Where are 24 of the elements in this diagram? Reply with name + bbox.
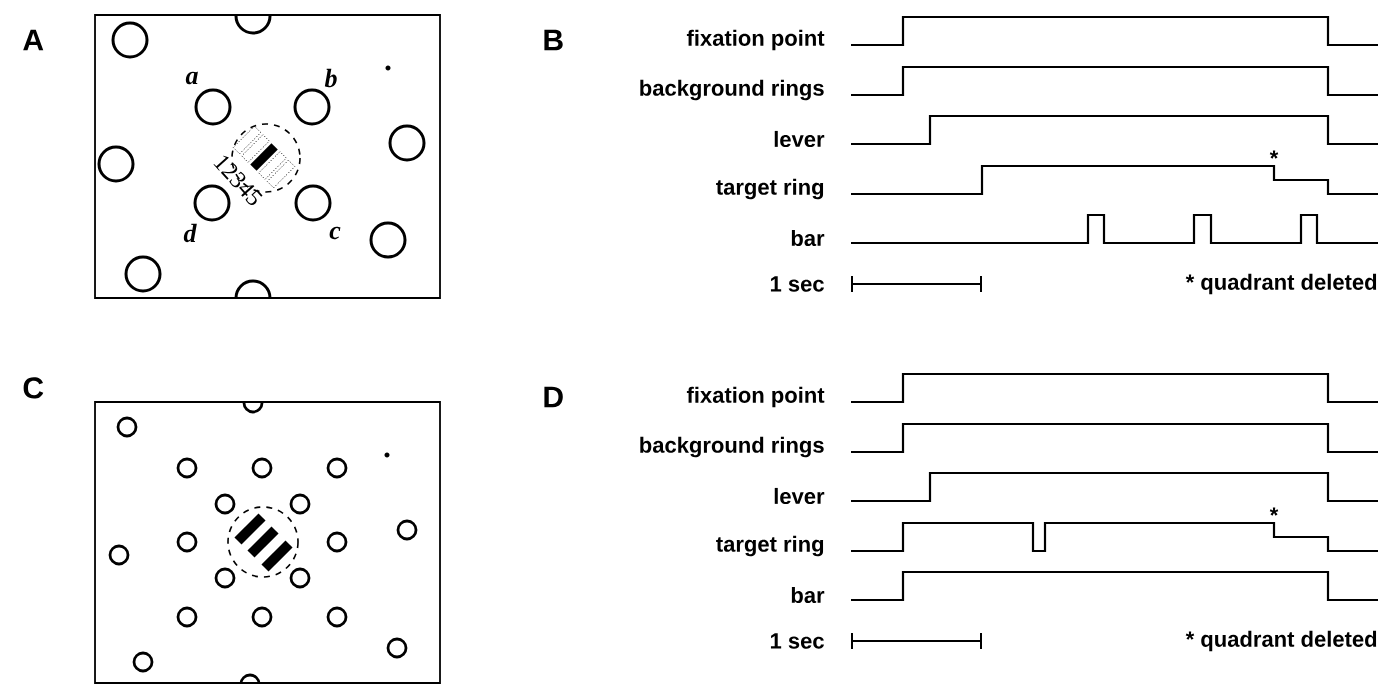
- ring-label: a: [185, 71, 198, 85]
- panel-letter: A: [23, 29, 44, 51]
- panel-letter: C: [23, 377, 44, 399]
- row-label: bar: [791, 229, 825, 247]
- ring-label: d: [183, 223, 197, 243]
- row-label: background rings: [640, 436, 824, 458]
- scale-bar-label: 1 sec: [770, 633, 824, 649]
- row-label: fixation point: [686, 386, 825, 408]
- row-label: bar: [791, 586, 825, 604]
- panel-letter: B: [544, 29, 563, 51]
- row-label: target ring: [716, 535, 824, 557]
- row-label: background rings: [640, 79, 824, 101]
- ring-label: c: [329, 226, 341, 240]
- row-label: lever: [774, 487, 825, 505]
- panel-letter: D: [544, 386, 563, 408]
- ring-label: b: [324, 68, 337, 88]
- note: * quadrant deleted: [1185, 273, 1377, 295]
- scale-bar-label: 1 sec: [770, 276, 824, 292]
- asterisk-mark: *: [1269, 507, 1279, 516]
- row-label: lever: [774, 130, 825, 148]
- row-label: target ring: [716, 178, 824, 200]
- row-label: fixation point: [686, 29, 825, 51]
- note: * quadrant deleted: [1185, 630, 1377, 652]
- asterisk-mark: *: [1269, 150, 1279, 159]
